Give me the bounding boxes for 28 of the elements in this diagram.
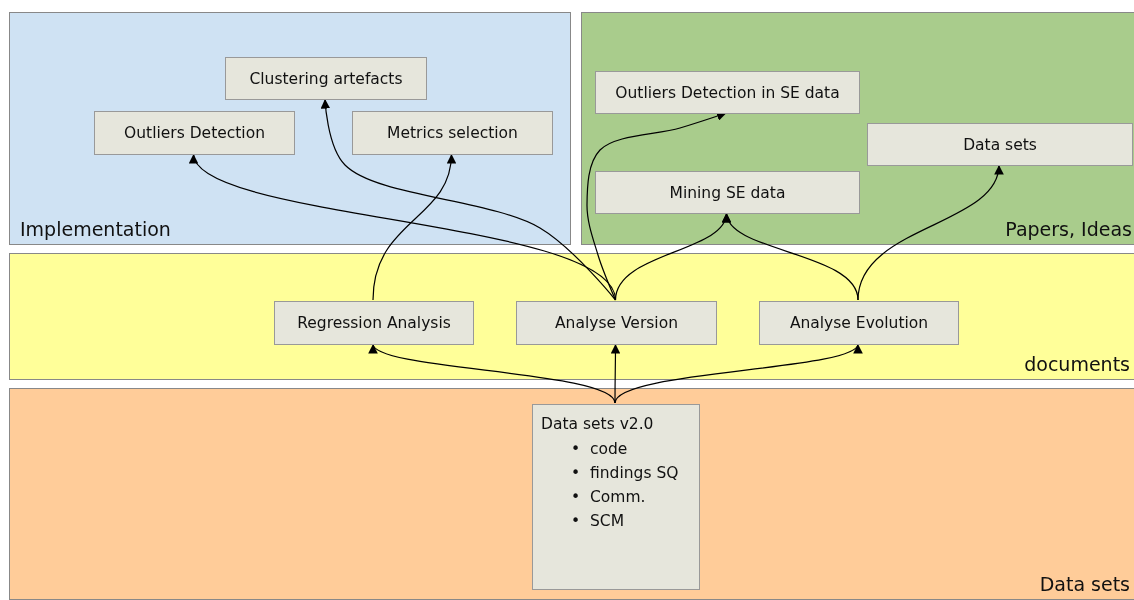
region-band — [9, 253, 1134, 380]
region-band — [581, 12, 1134, 245]
process-box: Clustering artefacts — [225, 57, 427, 100]
region-band — [9, 12, 571, 245]
band-label: documents — [1024, 353, 1130, 375]
band-label: Data sets — [1039, 573, 1130, 595]
band-label: Implementation — [20, 218, 171, 240]
region-band — [9, 388, 1134, 600]
process-box: Outliers Detection in SE data — [595, 71, 860, 114]
arrow — [320, 98, 617, 301]
band-label: Papers, Ideas — [1005, 218, 1132, 240]
list-heading: Data sets v2.0 — [541, 415, 654, 433]
arrow — [586, 111, 728, 301]
process-box: Regression Analysis — [274, 301, 474, 345]
arrow — [857, 164, 1002, 301]
list-card — [532, 404, 700, 590]
process-box: Mining SE data — [595, 171, 860, 214]
list-item: • Comm. — [571, 487, 646, 508]
process-box: Metrics selection — [352, 111, 553, 155]
list-item: • code — [571, 439, 628, 460]
process-box: Analyse Evolution — [759, 301, 959, 345]
process-box: Analyse Version — [516, 301, 717, 345]
arrow — [724, 212, 859, 301]
list-item: • SCM — [571, 511, 625, 532]
arrow — [372, 153, 456, 301]
list-item: • findings SQ — [571, 463, 679, 484]
process-box: Data sets — [867, 123, 1133, 166]
process-box: Outliers Detection — [94, 111, 295, 155]
